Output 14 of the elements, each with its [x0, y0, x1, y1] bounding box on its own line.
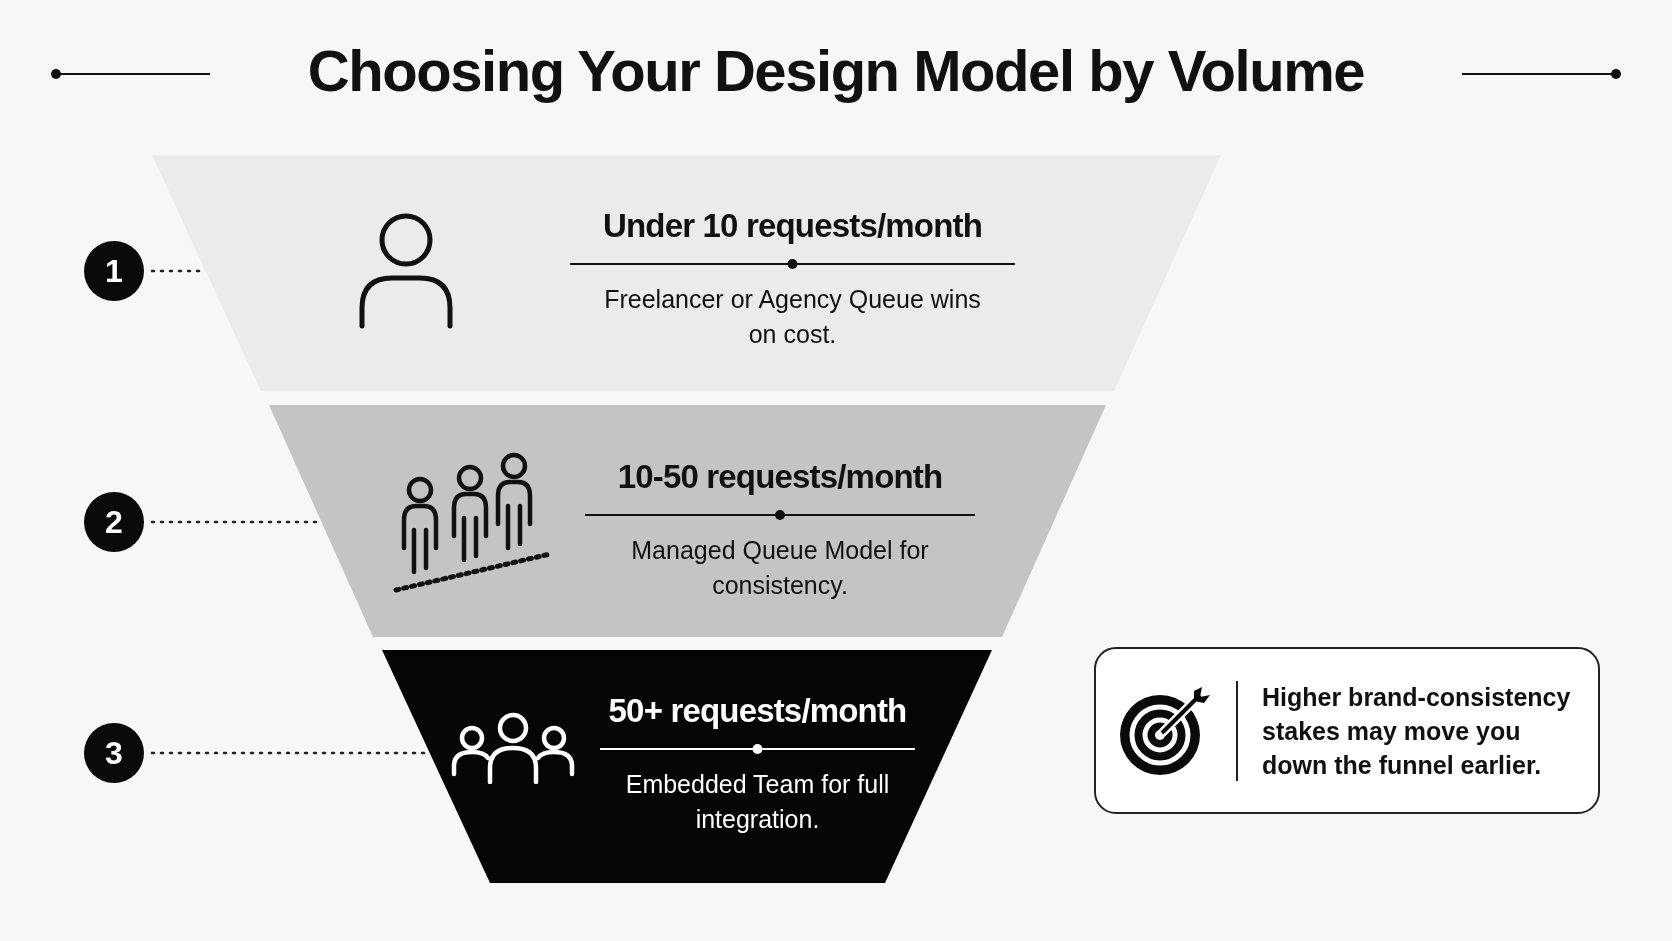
- note-card: [1094, 647, 1600, 814]
- note-text: Higher brand-consistency stakes may move you down the funnel earlier.: [1262, 681, 1572, 781]
- leader-line: [150, 751, 427, 755]
- step-number: 1: [84, 241, 144, 301]
- tier-heading: Under 10 requests/month: [603, 206, 982, 246]
- tier-description: Embedded Team for full integration.: [624, 769, 891, 836]
- step-number: 2: [84, 492, 144, 552]
- step-number: 3: [84, 723, 144, 783]
- tier-heading: 10-50 requests/month: [617, 457, 943, 497]
- leader-line: [150, 269, 203, 273]
- leader-line: [150, 520, 319, 524]
- tier-description: Managed Queue Model for consistency.: [630, 535, 930, 602]
- tier-description: Freelancer or Agency Queue wins on cost.: [603, 284, 982, 351]
- tier-heading: 50+ requests/month: [608, 691, 907, 731]
